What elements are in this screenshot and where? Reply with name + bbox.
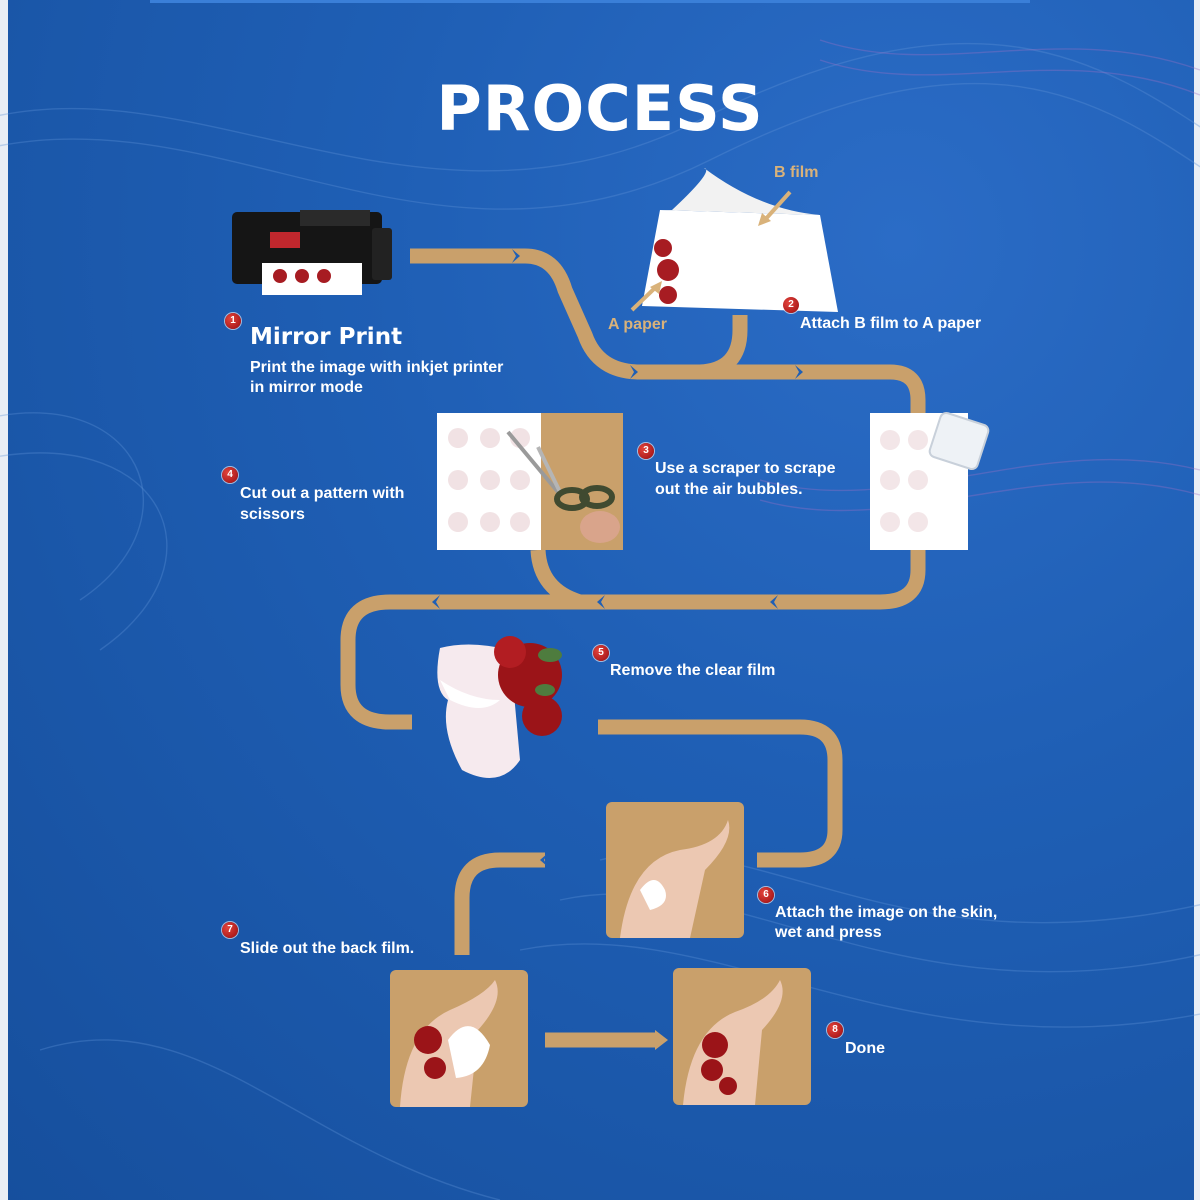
step-8-badge: 8	[827, 1022, 843, 1038]
printer-illustration	[232, 210, 392, 295]
top-accent-line	[150, 0, 1030, 3]
step-6-text-line1: Attach the image on the skin,	[775, 904, 998, 921]
rose-sticker-illustration	[437, 636, 562, 778]
step-3-text-line1: Use a scraper to scrape	[655, 460, 836, 477]
b-film-label: B film	[774, 164, 819, 181]
step-3-text-line2: out the air bubbles.	[655, 481, 803, 498]
a-paper-label: A paper	[608, 316, 667, 333]
step-6-text-line2: wet and press	[775, 924, 882, 941]
step-7-badge: 7	[222, 922, 238, 938]
step-1-text-line1: Print the image with inkjet printer	[250, 359, 504, 376]
step-1-heading: Mirror Print	[250, 324, 403, 350]
step-1-text-line2: in mirror mode	[250, 379, 363, 396]
step-6-badge: 6	[758, 887, 774, 903]
step-1-badge: 1	[225, 313, 241, 329]
left-frame-border	[0, 0, 8, 1200]
step-8-text: Done	[845, 1040, 885, 1057]
step-7-text: Slide out the back film.	[240, 940, 415, 957]
right-frame-border	[1194, 0, 1200, 1200]
step-5-text: Remove the clear film	[610, 662, 776, 679]
scraping-illustration	[870, 411, 990, 550]
page-title: PROCESS	[436, 72, 764, 145]
step-2-badge: 2	[783, 297, 799, 313]
step-4-text-line2: scissors	[240, 506, 305, 523]
step-3-badge: 3	[638, 443, 654, 459]
finished-tattoo-illustration	[673, 968, 811, 1105]
slide-back-film-illustration	[390, 970, 528, 1107]
step-4-badge: 4	[222, 467, 238, 483]
step-2-text: Attach B film to A paper	[800, 315, 982, 332]
attach-on-skin-illustration	[606, 802, 744, 938]
cutting-illustration	[437, 413, 623, 550]
step-5-badge: 5	[593, 645, 609, 661]
film-on-paper-illustration	[630, 168, 838, 312]
step-4-text-line1: Cut out a pattern with	[240, 485, 405, 502]
